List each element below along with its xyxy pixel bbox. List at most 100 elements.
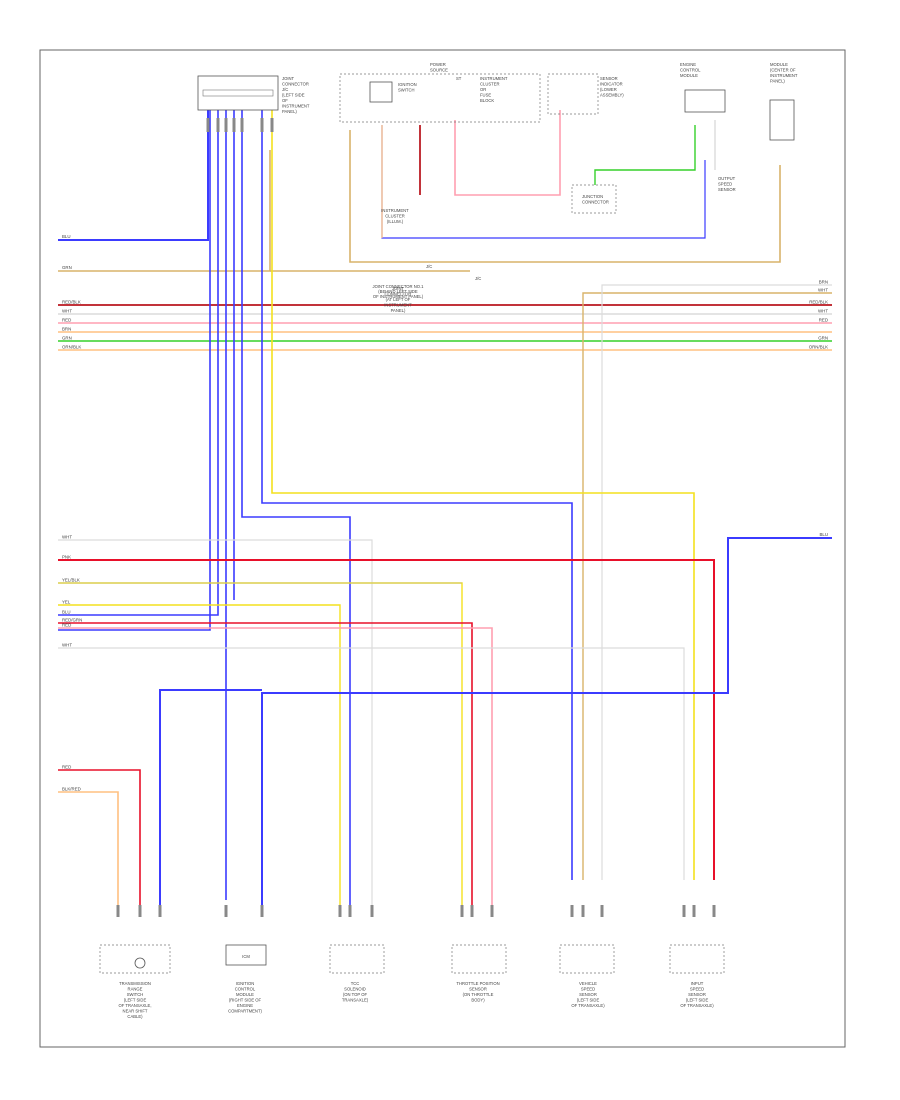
wire-green-top [594, 125, 696, 185]
mid-label-1-line-4: PANEL) [391, 308, 406, 313]
top-component-7-line-0: MODULE [770, 62, 788, 67]
mid-label-0-line-0: INSTRUMENT [381, 208, 409, 213]
connector-pins [116, 118, 716, 917]
top-component-3-line-1: CLUSTER [480, 82, 500, 87]
top-component-7-line-2: INSTRUMENT [770, 73, 798, 78]
top-component-3-line-0: INSTRUMENT [480, 76, 508, 81]
top-component-6-line-0: ENGINE [680, 62, 696, 67]
lower-label-7: WHT [62, 643, 72, 648]
tcc-solenoid-outline [329, 944, 385, 974]
bottom-component-1-line-3: (RIGHT SIDE OF [229, 998, 262, 1003]
mid-label-1-line-3: INSTRUMENT [384, 303, 412, 308]
lower-label-4: BLU [62, 610, 71, 615]
wire-layer [58, 110, 832, 910]
wire-red-lower [58, 627, 493, 905]
connector-pin-top-2 [224, 118, 228, 132]
icm-box [225, 944, 267, 966]
ignition-switch-outline [339, 73, 541, 123]
wire-blue-jc-1 [58, 110, 211, 631]
wire-tan-left [58, 150, 271, 272]
connector-pin-bottom-5 [338, 905, 342, 917]
wire-yellow-lower [58, 604, 341, 910]
bottom-component-2-line-3: TRANSAXLE) [342, 998, 369, 1003]
lower-label-3: YEL [62, 600, 71, 605]
bottom-component-1-line-0: IGNITION [236, 981, 255, 986]
bus-label-right-1: WHT [818, 288, 828, 293]
connector-pin-bottom-10 [490, 905, 494, 917]
connector-pin-bottom-9 [470, 905, 474, 917]
wire-blue-top-left [58, 110, 209, 241]
bottom-component-3-line-0: THROTTLE POSITION [456, 981, 499, 986]
bottom-component-5-line-3: (LEFT SIDE [686, 998, 709, 1003]
wire-tan-top [349, 130, 781, 263]
bus-label-right-6: ORN/BLK [809, 345, 828, 350]
bottom-component-2-line-0: TCC [351, 981, 360, 986]
connector-pin-bottom-13 [600, 905, 604, 917]
iss-outline [669, 944, 725, 974]
top-component-5-line-0: SENSOR [600, 76, 618, 81]
bus-label-4: GRN [62, 336, 72, 341]
bottom-component-0-line-0: TRANSMISSION [119, 981, 151, 986]
left-label-top-1: GRN [62, 265, 72, 270]
mid-label-1-line-0: JOINT [392, 286, 405, 291]
top-component-6-line-2: MODULE [680, 73, 698, 78]
bottom-component-5-line-4: OF TRANSAXLE) [680, 1003, 714, 1008]
bus-label-right-2: RED/BLK [809, 300, 828, 305]
bottom-component-3-line-2: (ON THROTTLE [463, 992, 494, 997]
top-component-5-line-2: (LOWER [600, 87, 617, 92]
bus-label-right-0: BRN [819, 280, 828, 285]
connector-pin-top-4 [240, 118, 244, 132]
connector-pin-top-5 [260, 118, 264, 132]
wire-yellow-to-iss [271, 110, 695, 880]
connector-pin-bottom-8 [460, 905, 464, 917]
connector-pin-bottom-14 [682, 905, 686, 917]
splice-label-1: J/C [475, 276, 481, 281]
connector-pin-bottom-2 [158, 905, 162, 917]
bus-note-line-2: OF INSTRUMENT PANEL) [373, 294, 424, 299]
bus-label-3: BRN [62, 327, 71, 332]
junction-connector-box [571, 184, 617, 214]
wire-pink-top [454, 110, 561, 196]
bus-label-right-5: GRN [818, 336, 828, 341]
connector-pin-bottom-15 [692, 905, 696, 917]
mid-label-3-line-2: SENSOR [718, 187, 736, 192]
top-components [197, 73, 795, 214]
top-component-7-line-3: PANEL) [770, 79, 785, 84]
connector-pin-top-6 [270, 118, 274, 132]
right-mid-label: BLU [819, 532, 828, 537]
wire-black-red-bottom-left [58, 791, 119, 910]
top-component-5-line-1: INDICATOR [600, 82, 623, 87]
lower-label-6: RED [62, 623, 71, 628]
top-component-0-line-0: JOINT [282, 76, 295, 81]
bottom-component-1-line-1: CONTROL [235, 987, 256, 992]
top-component-3-line-4: BLOCK [480, 98, 494, 103]
top-component-6-line-1: CONTROL [680, 68, 701, 73]
connector-pin-bottom-3 [224, 905, 228, 917]
bottom-component-1-line-4: ENGINE [237, 1003, 253, 1008]
diagram-frame [39, 49, 846, 1048]
bottom-component-1-line-2: MODULE [236, 992, 254, 997]
bottom-left-label-0: RED [62, 765, 71, 770]
bus-label-5: ORN/BLK [62, 345, 81, 350]
bottom-component-2-line-2: (ON TOP OF [343, 992, 368, 997]
connector-pin-bottom-1 [138, 905, 142, 917]
wire-brown-to-vss [582, 292, 832, 880]
connector-pin-bottom-4 [260, 905, 264, 917]
bottom-component-0-line-2: SWITCH [127, 992, 144, 997]
bottom-left-label-1: BLK/RED [62, 787, 81, 792]
wire-red-bottom-left [58, 769, 141, 910]
top-component-0-line-5: INSTRUMENT [282, 104, 310, 109]
mid-label-1-line-1: CONNECTOR [385, 292, 412, 297]
bus-note-line-1: (BEHIND LEFT SIDE [378, 289, 418, 294]
bottom-component-0-line-5: NEAR SHIFT [123, 1009, 148, 1014]
mid-label-3-line-0: OUTPUT [718, 176, 736, 181]
connector-pin-bottom-6 [348, 905, 352, 917]
bottom-component-4-line-2: SENSOR [579, 992, 597, 997]
ignition-switch-box [369, 81, 393, 103]
splice-label-0: J/C [426, 264, 432, 269]
top-component-1-line-1: SWITCH [398, 88, 415, 93]
wire-blue-big-loop [261, 537, 832, 910]
top-component-0-line-4: OF [282, 98, 288, 103]
wire-white-lower [58, 539, 373, 910]
top-component-3-line-3: FUSE [480, 93, 491, 98]
